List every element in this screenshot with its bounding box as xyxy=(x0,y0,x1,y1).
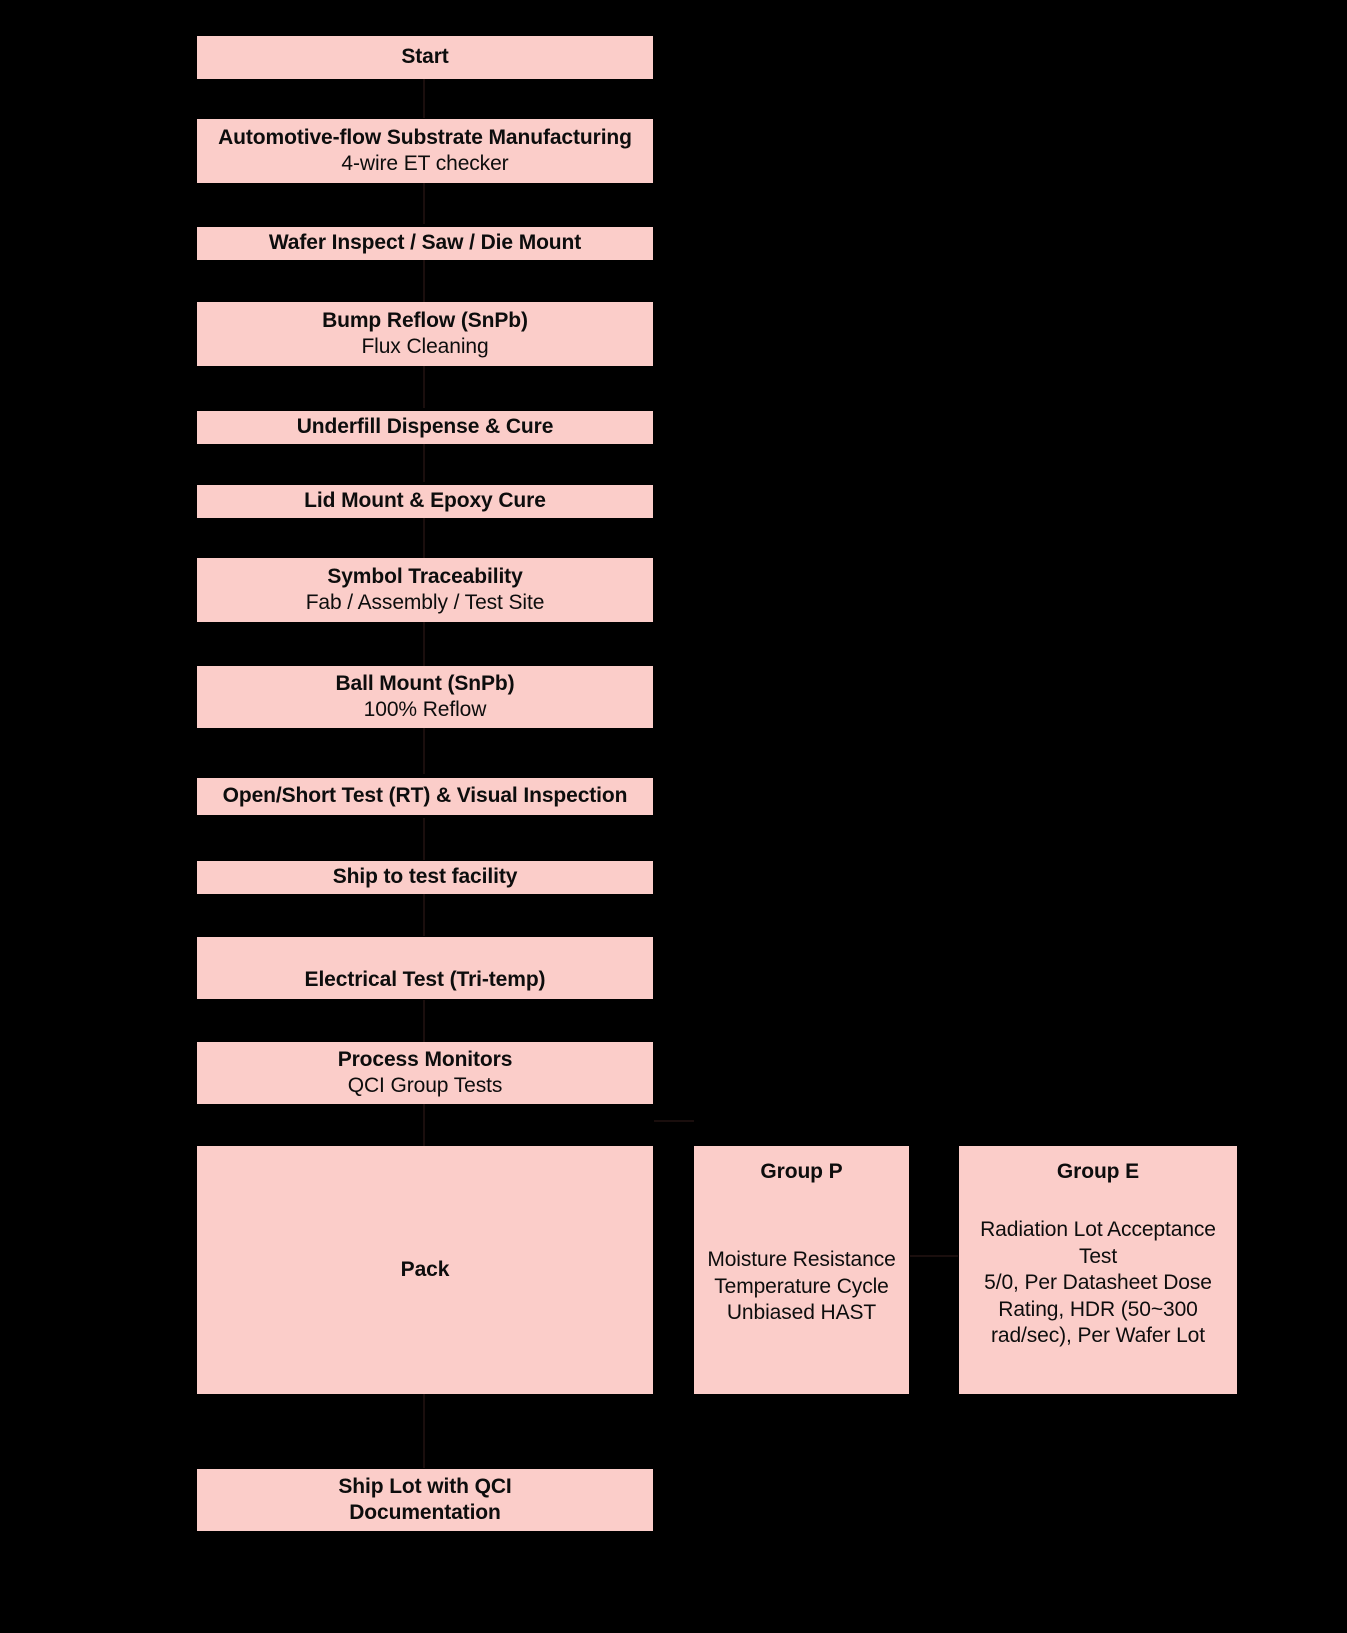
node-symbol-traceability-title: Symbol Traceability xyxy=(327,564,523,588)
connector-openshort-to-shiptest xyxy=(423,818,425,860)
node-pack[interactable]: Pack xyxy=(197,1146,653,1394)
node-bump-reflow[interactable]: Bump Reflow (SnPb) Flux Cleaning xyxy=(197,302,653,366)
node-start[interactable]: Start xyxy=(197,36,653,79)
node-open-short-test-title: Open/Short Test (RT) & Visual Inspection xyxy=(222,784,628,808)
connector-monitors-to-pack xyxy=(423,1104,425,1146)
node-symbol-traceability-subtitle: Fab / Assembly / Test Site xyxy=(305,591,545,614)
node-group-p-line-1: Moisture Resistance xyxy=(707,1248,896,1272)
connector-substrate-to-wafer xyxy=(423,182,425,224)
node-group-p-title: Group P xyxy=(760,1160,843,1183)
node-underfill-dispense-title: Underfill Dispense & Cure xyxy=(296,415,554,439)
node-substrate-manufacturing-title: Automotive-flow Substrate Manufacturing xyxy=(218,125,632,149)
node-group-e-line-2: 5/0, Per Datasheet Dose Rating, HDR (50~… xyxy=(984,1271,1212,1348)
node-lid-mount-title: Lid Mount & Epoxy Cure xyxy=(304,489,546,513)
node-symbol-traceability[interactable]: Symbol Traceability Fab / Assembly / Tes… xyxy=(197,558,653,622)
node-ball-mount[interactable]: Ball Mount (SnPb) 100% Reflow xyxy=(197,666,653,728)
node-bump-reflow-title: Bump Reflow (SnPb) xyxy=(322,308,528,332)
node-bump-reflow-subtitle: Flux Cleaning xyxy=(361,335,489,358)
node-electrical-test-title: Electrical Test (Tri-temp) xyxy=(304,967,546,991)
connector-start-to-substrate xyxy=(423,78,425,118)
node-wafer-inspect-title: Wafer Inspect / Saw / Die Mount xyxy=(268,231,582,255)
node-lid-mount[interactable]: Lid Mount & Epoxy Cure xyxy=(197,485,653,518)
node-ship-to-test-facility-title: Ship to test facility xyxy=(332,865,518,889)
node-pack-title: Pack xyxy=(400,1257,450,1281)
node-open-short-test[interactable]: Open/Short Test (RT) & Visual Inspection xyxy=(197,778,653,815)
node-ship-to-test-facility[interactable]: Ship to test facility xyxy=(197,861,653,894)
node-group-p-line-2: Temperature Cycle xyxy=(714,1274,889,1298)
connector-bump-to-underfill xyxy=(423,366,425,408)
node-ship-lot-with-qci-documentation-title: Ship Lot with QCI Documentation xyxy=(338,1474,512,1524)
connector-group-p-to-group-e xyxy=(910,1255,958,1257)
connector-lid-to-symbol xyxy=(423,518,425,558)
connector-etest-to-monitors xyxy=(423,1000,425,1042)
node-group-p[interactable]: Group P Moisture Resistance Temperature … xyxy=(694,1146,909,1394)
connector-wafer-to-bump xyxy=(423,260,425,302)
node-process-monitors[interactable]: Process Monitors QCI Group Tests xyxy=(197,1042,653,1104)
connector-symbol-to-ball xyxy=(423,622,425,666)
connector-monitors-to-group-p xyxy=(654,1120,694,1122)
node-group-e-title: Group E xyxy=(1056,1160,1140,1183)
connector-ball-to-openshort xyxy=(423,728,425,774)
node-process-monitors-subtitle: QCI Group Tests xyxy=(347,1074,503,1097)
node-group-e[interactable]: Group E Radiation Lot Acceptance Test 5/… xyxy=(959,1146,1237,1394)
node-ball-mount-title: Ball Mount (SnPb) xyxy=(335,671,515,695)
node-wafer-inspect[interactable]: Wafer Inspect / Saw / Die Mount xyxy=(197,227,653,260)
node-start-title: Start xyxy=(401,45,449,69)
node-electrical-test[interactable]: Electrical Test (Tri-temp) xyxy=(197,937,653,999)
node-underfill-dispense[interactable]: Underfill Dispense & Cure xyxy=(197,411,653,444)
node-ship-lot-with-qci-documentation[interactable]: Ship Lot with QCI Documentation xyxy=(197,1469,653,1531)
connector-underfill-to-lid xyxy=(423,444,425,482)
connector-shiptest-to-etest xyxy=(423,894,425,936)
node-group-p-line-3: Unbiased HAST xyxy=(726,1301,877,1325)
node-substrate-manufacturing-subtitle: 4-wire ET checker xyxy=(341,152,509,175)
node-process-monitors-title: Process Monitors xyxy=(337,1047,513,1071)
node-substrate-manufacturing[interactable]: Automotive-flow Substrate Manufacturing … xyxy=(197,119,653,183)
connector-pack-to-shiplot xyxy=(423,1394,425,1468)
node-ball-mount-subtitle: 100% Reflow xyxy=(363,698,487,721)
node-group-e-line-1: Radiation Lot Acceptance Test xyxy=(980,1218,1216,1268)
